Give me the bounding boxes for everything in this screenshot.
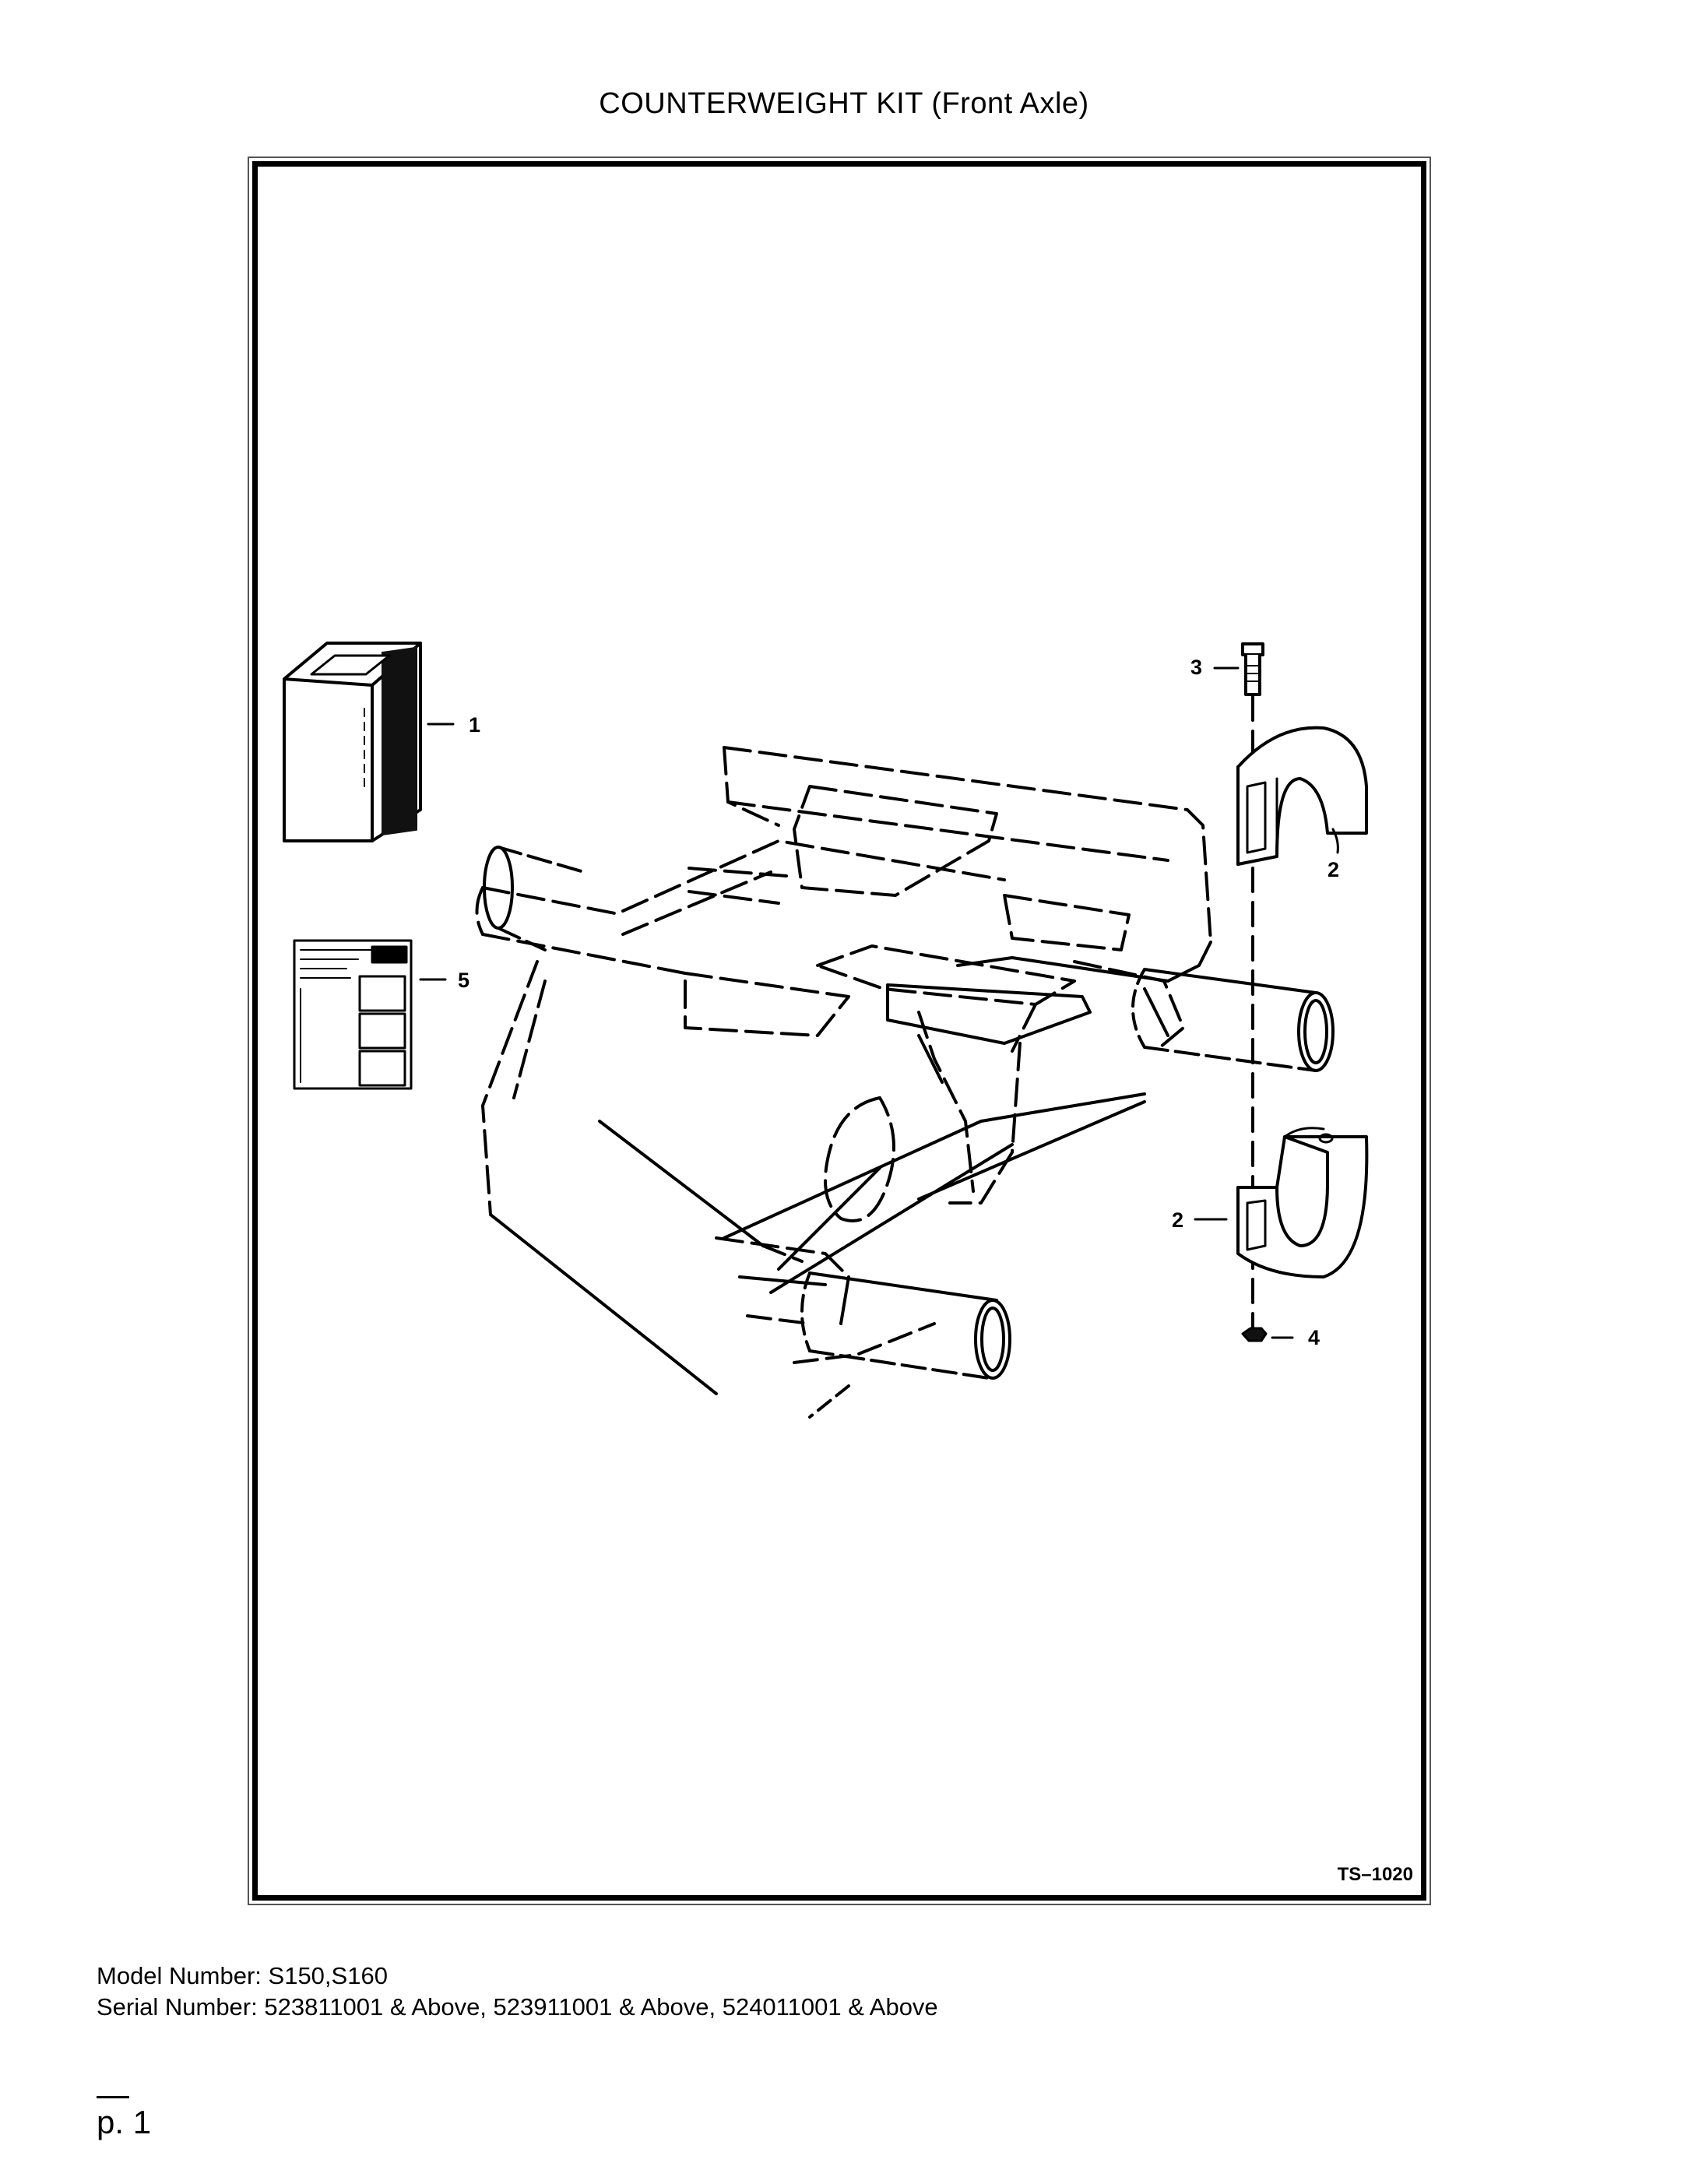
upper-clamp-half xyxy=(1236,726,1368,866)
callout-2-upper: 2 xyxy=(1328,858,1339,881)
page-title: COUNTERWEIGHT KIT (Front Axle) xyxy=(599,87,1089,120)
drawing-frame-outer xyxy=(248,157,1431,1905)
callout-leaders xyxy=(419,666,1339,1339)
serial-number: Serial Number: 523811001 & Above, 523911… xyxy=(97,1993,938,2020)
bolt xyxy=(1241,642,1264,696)
axle-frame-phantom xyxy=(475,746,1212,1222)
exploded-parts-diagram: 3 2 1 5 2 4 xyxy=(283,642,1369,1419)
counterweight-block xyxy=(283,642,422,842)
drawing-reference: TS–1020 xyxy=(1337,1864,1413,1885)
callout-4: 4 xyxy=(1308,1326,1320,1349)
callout-2-lower: 2 xyxy=(1172,1208,1183,1232)
callout-1: 1 xyxy=(469,713,480,737)
nut xyxy=(1241,1327,1268,1342)
model-number: Model Number: S150,S160 xyxy=(97,1962,388,1989)
page-number-rule xyxy=(97,2096,129,2098)
bottom-axle-tube xyxy=(800,1271,1011,1419)
drawing-frame xyxy=(252,161,1426,1901)
lower-clamp-half xyxy=(1236,1127,1369,1278)
right-axle-tube xyxy=(1131,968,1335,1072)
instruction-sheet xyxy=(293,939,413,1090)
axle-frame-edges xyxy=(489,941,1212,1395)
left-axle-tube xyxy=(483,846,586,951)
callout-3: 3 xyxy=(1190,656,1202,679)
callout-5: 5 xyxy=(458,969,469,992)
page-number: p. 1 xyxy=(97,2104,152,2140)
